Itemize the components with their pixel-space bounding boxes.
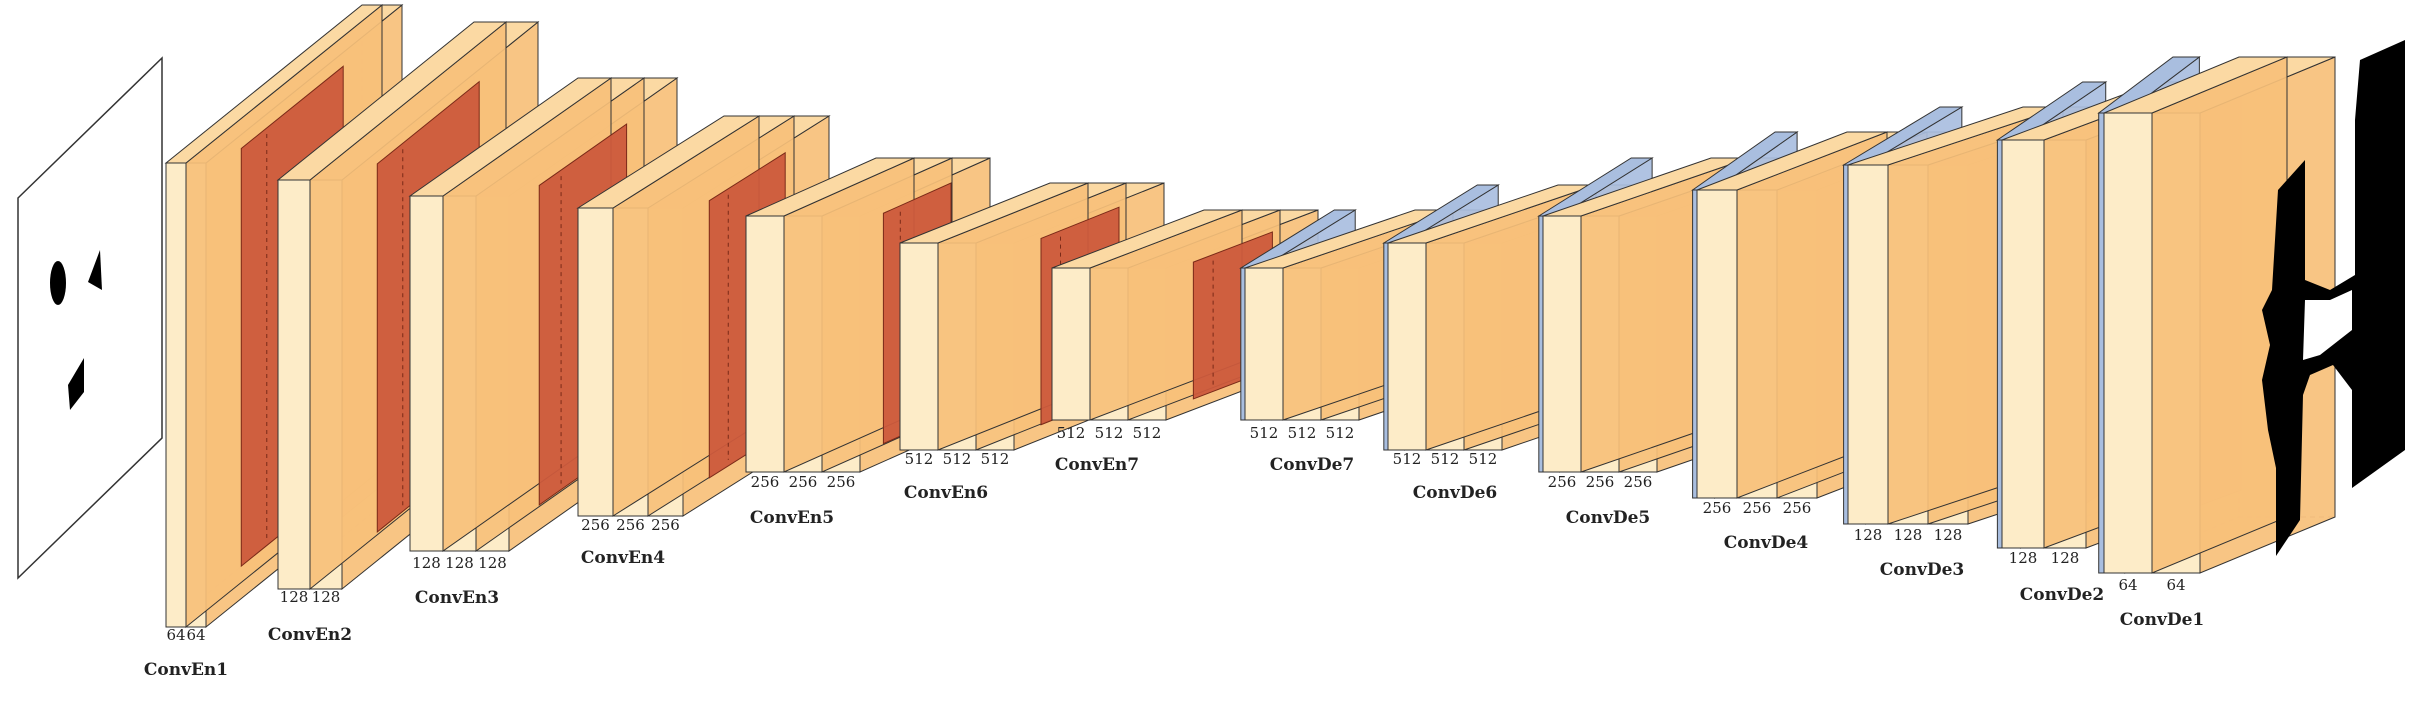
channel-count-label: 128 <box>2009 549 2038 567</box>
block-name-label: ConvDe2 <box>2020 585 2105 605</box>
output-image-panel <box>2262 40 2405 556</box>
channel-count-label: 64 <box>166 626 185 644</box>
block-name-label: ConvEn3 <box>415 588 499 608</box>
channel-count-label: 256 <box>1548 473 1577 491</box>
channel-count-label: 256 <box>789 473 818 491</box>
channel-count-label: 128 <box>1854 526 1883 544</box>
channel-count-label: 256 <box>1586 473 1615 491</box>
channel-count-label: 512 <box>1250 424 1279 442</box>
channel-count-label: 512 <box>981 450 1010 468</box>
channel-count-label: 512 <box>1393 450 1422 468</box>
channel-count-label: 64 <box>2118 576 2137 594</box>
network-blocks <box>164 3 2336 629</box>
block-name-label: ConvDe7 <box>1270 455 1355 475</box>
channel-count-label: 256 <box>581 516 610 534</box>
channel-count-label: 256 <box>1783 499 1812 517</box>
channel-count-label: 512 <box>1133 424 1162 442</box>
block-name-label: ConvEn6 <box>904 483 988 503</box>
channel-count-label: 128 <box>280 588 309 606</box>
block-name-label: ConvDe3 <box>1880 560 1965 580</box>
channel-count-label: 128 <box>1894 526 1923 544</box>
channel-count-label: 512 <box>1288 424 1317 442</box>
channel-count-label: 128 <box>2051 549 2080 567</box>
input-mask-blob <box>50 261 66 305</box>
input-plane <box>17 56 163 580</box>
block-name-label: ConvEn5 <box>750 508 834 528</box>
channel-count-label: 256 <box>1703 499 1732 517</box>
block-name-label: ConvEn2 <box>268 625 352 645</box>
block-name-label: ConvEn1 <box>144 660 228 680</box>
conv-layer <box>745 157 915 473</box>
output-mask <box>2262 40 2405 556</box>
block-name-label: ConvDe1 <box>2120 610 2205 630</box>
channel-count-label: 128 <box>445 554 474 572</box>
channel-count-label: 256 <box>616 516 645 534</box>
input-image-panel <box>17 56 163 580</box>
decoder-block-7 <box>2097 55 2336 575</box>
channel-count-label: 64 <box>2166 576 2185 594</box>
conv-layer <box>2103 56 2288 574</box>
channel-count-label: 512 <box>1326 424 1355 442</box>
input-mask-blob <box>68 358 84 410</box>
block-name-label: ConvEn7 <box>1055 455 1139 475</box>
block-name-label: ConvDe6 <box>1413 483 1498 503</box>
channel-count-label: 128 <box>478 554 507 572</box>
channel-count-label: 512 <box>1431 450 1460 468</box>
channel-count-label: 512 <box>1057 424 1086 442</box>
channel-count-label: 512 <box>1469 450 1498 468</box>
channel-count-label: 512 <box>905 450 934 468</box>
channel-count-label: 256 <box>827 473 856 491</box>
channel-count-label: 128 <box>1934 526 1963 544</box>
output-mask <box>2303 290 2352 360</box>
channel-count-label: 256 <box>751 473 780 491</box>
channel-count-label: 256 <box>1743 499 1772 517</box>
channel-count-label: 256 <box>651 516 680 534</box>
block-name-label: ConvEn4 <box>581 548 665 568</box>
channel-count-label: 512 <box>943 450 972 468</box>
block-name-label: ConvDe5 <box>1566 508 1651 528</box>
input-mask-blob <box>88 250 102 290</box>
channel-count-label: 256 <box>1624 473 1653 491</box>
channel-count-label: 512 <box>1095 424 1124 442</box>
channel-count-label: 64 <box>186 626 205 644</box>
channel-count-label: 128 <box>412 554 441 572</box>
block-name-label: ConvDe4 <box>1724 533 1809 553</box>
channel-count-label: 128 <box>312 588 341 606</box>
